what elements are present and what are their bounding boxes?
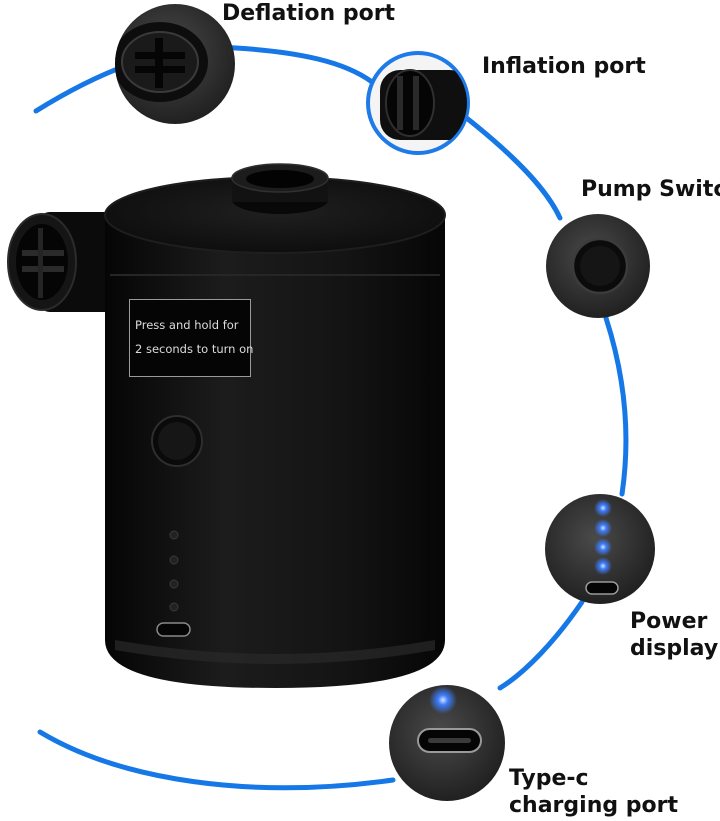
deflation-nozzle [7,212,133,312]
charging-port-label-2: charging port [509,793,678,818]
sticker-line-2: 2 seconds to turn on [135,342,254,356]
deflation-port-label: Deflation port [222,1,396,26]
pump-switch-icon [546,214,650,318]
power-led-icon [169,530,179,612]
sticker-line-1: Press and hold for [135,318,239,332]
inflation-port-icon [366,51,470,155]
usb-c-port-icon [156,622,191,637]
inflation-port-label: Inflation port [482,54,646,79]
power-display-icon [545,494,655,604]
power-display-label-1: Power [630,609,708,634]
instruction-sticker: Press and hold for 2 seconds to turn on [129,299,254,377]
charging-port-icon [389,685,505,801]
power-display-label-2: display [630,636,719,661]
charging-port-label-1: Type-c [509,766,589,791]
pump-body [104,163,446,688]
pump-switch-label: Pump Switch [581,177,720,202]
deflation-port-icon [115,4,235,124]
